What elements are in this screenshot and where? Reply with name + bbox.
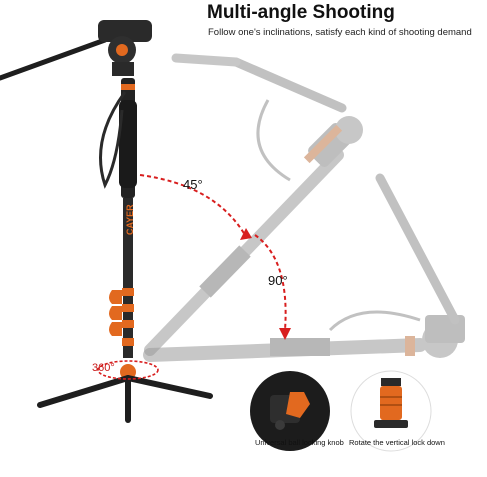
angle-label-360: 360° bbox=[92, 362, 115, 374]
angle-label-90: 90° bbox=[268, 273, 288, 288]
rotation-arc-45 bbox=[139, 174, 246, 236]
detail-circle-ball-knob bbox=[250, 371, 330, 451]
ghost-monopod-45 bbox=[144, 53, 363, 356]
page-title: Multi-angle Shooting bbox=[207, 2, 395, 23]
detail-circle-vertical-lock bbox=[350, 370, 432, 452]
caption-vertical-lock: Rotate the vertical lock down bbox=[349, 438, 445, 447]
angle-label-45: 45° bbox=[183, 177, 203, 192]
brand-label: CAYER bbox=[125, 204, 135, 235]
ghost-monopod-90 bbox=[143, 173, 465, 362]
page-subtitle: Follow one's inclinations, satisfy each … bbox=[208, 27, 472, 38]
rotation-arc-360 bbox=[97, 360, 159, 380]
caption-ball-knob: Universal ball locking knob bbox=[255, 438, 344, 447]
rotation-arc-90 bbox=[254, 234, 287, 331]
main-monopod bbox=[0, 20, 213, 423]
